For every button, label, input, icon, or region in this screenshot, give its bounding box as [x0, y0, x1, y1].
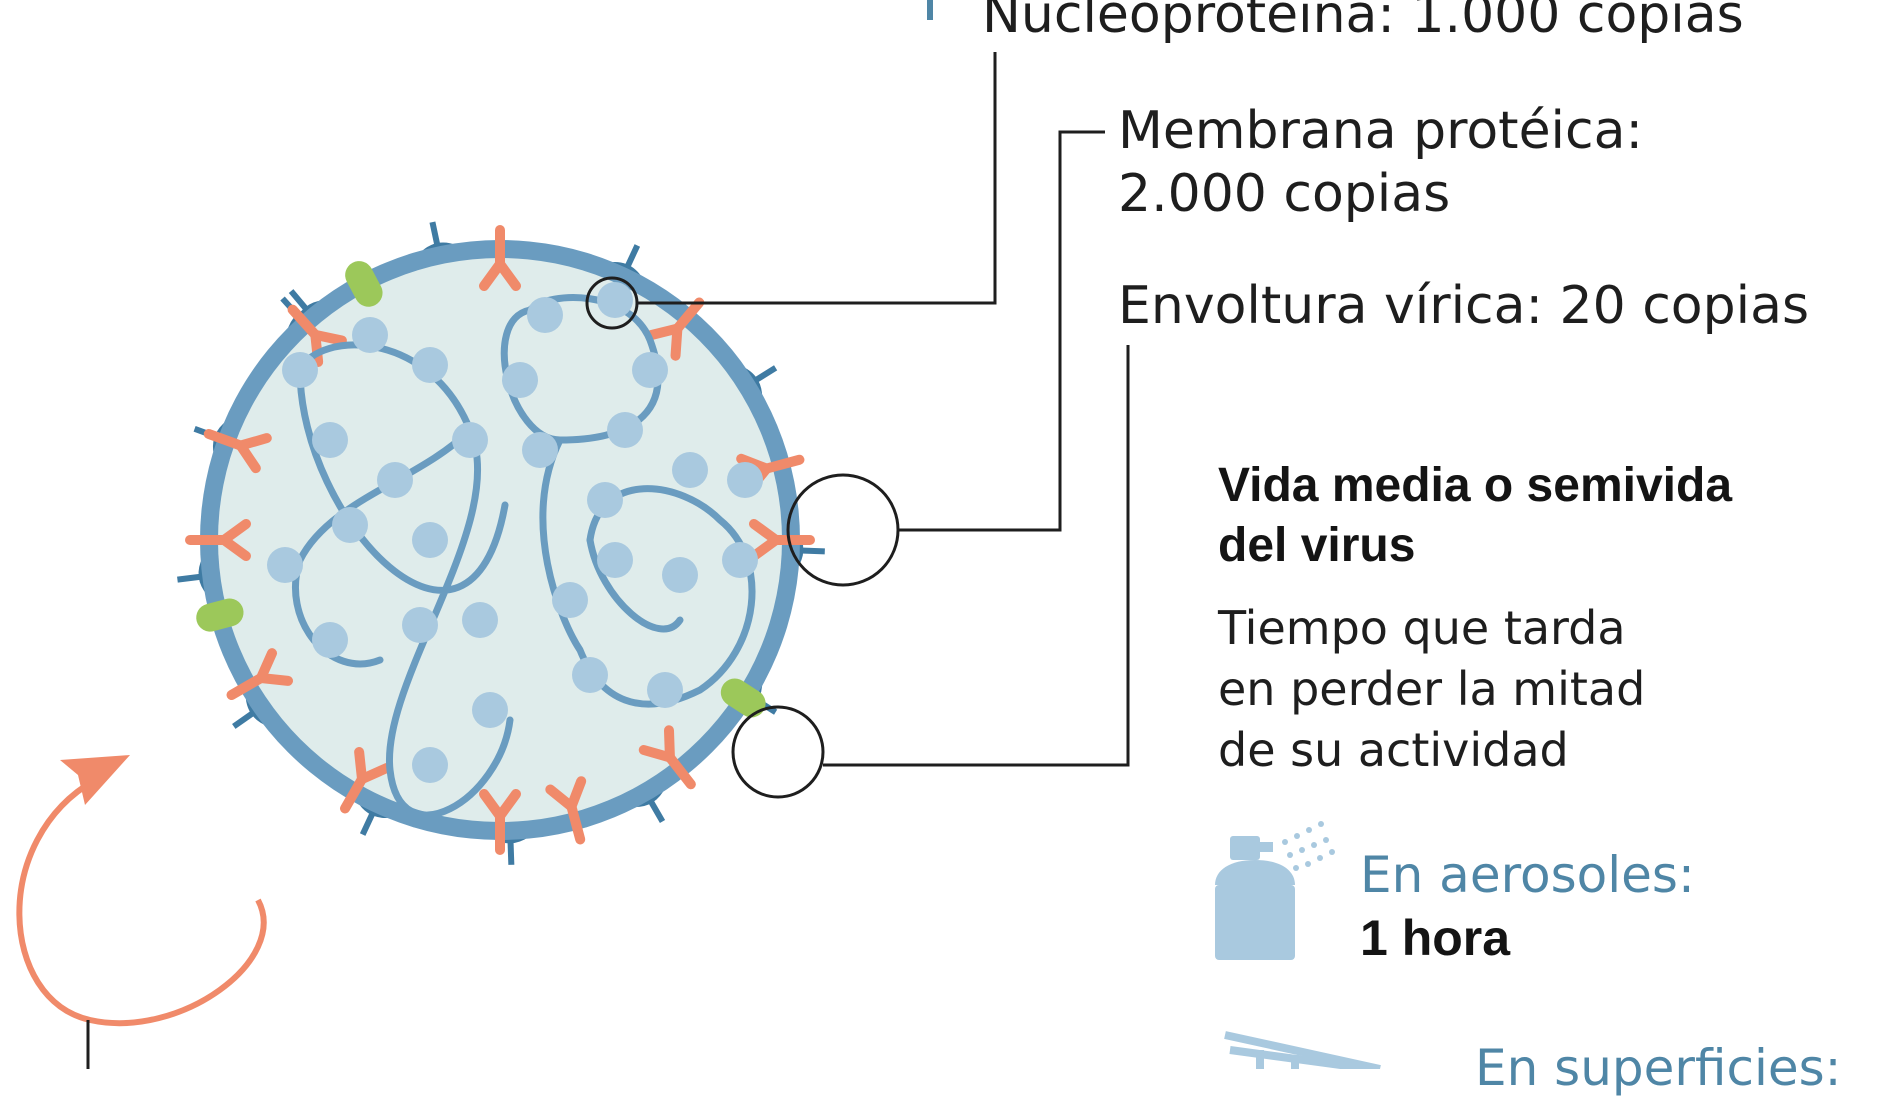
viral-interior — [218, 258, 782, 822]
handrail-icon — [1224, 1031, 1381, 1069]
nucleoprotein-beads — [267, 282, 763, 783]
envelope-label: Envoltura vírica: 20 copias — [1118, 276, 1810, 336]
half-life-desc-line1: Tiempo que tarda — [1218, 601, 1626, 655]
coronavirus-diagram — [16, 0, 1381, 1069]
nucleoprotein-label: Nucleoproteína: 1.000 copias — [982, 0, 1744, 45]
half-life-desc-line2: en perder la mitad — [1218, 662, 1646, 716]
spray-can-icon — [1215, 821, 1335, 960]
half-life-title-line2: del virus — [1218, 519, 1416, 572]
callout-envelope — [731, 345, 1130, 799]
rotation-arrow-icon — [16, 755, 267, 1069]
half-life-title-line1: Vida media o semivida — [1218, 459, 1733, 512]
aerosols-value: 1 hora — [1360, 910, 1511, 966]
surfaces-label: En superficies: — [1475, 1039, 1842, 1097]
callout-nucleoprotein — [585, 52, 997, 330]
half-life-desc-line3: de su actividad — [1218, 723, 1569, 777]
aerosols-label: En aerosoles: — [1360, 846, 1695, 904]
callout-membrane — [786, 130, 1105, 587]
membrane-label-line1: Membrana protéica: — [1118, 101, 1643, 161]
membrane-label-line2: 2.000 copias — [1118, 164, 1451, 224]
